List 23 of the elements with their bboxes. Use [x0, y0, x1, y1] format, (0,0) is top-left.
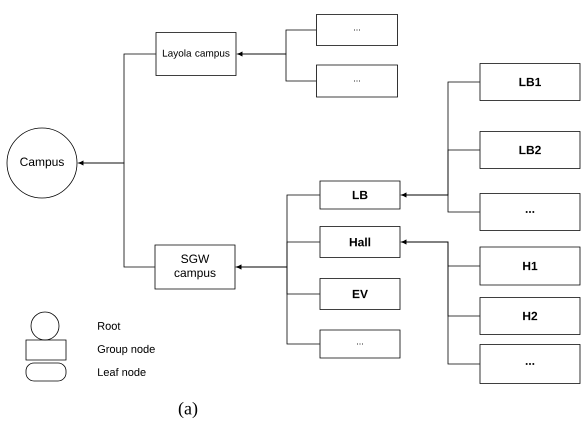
legend-label: Leaf node — [98, 368, 146, 376]
arrow — [402, 192, 480, 212]
node-box: H2 — [480, 297, 580, 335]
node-box: SGW campus — [154, 244, 236, 290]
arrow — [78, 160, 155, 268]
node-box: LB — [320, 180, 400, 210]
node-box: ... — [480, 344, 580, 384]
arrow — [236, 264, 320, 344]
node-box: Layola campus — [156, 32, 236, 76]
node-box: ... — [480, 193, 580, 231]
caption: (a) — [178, 402, 198, 418]
arrow — [402, 240, 480, 364]
node-box: ... — [316, 14, 398, 46]
node-box: LB1 — [480, 63, 580, 101]
arrow — [238, 52, 316, 82]
node-box: Hall — [320, 226, 400, 258]
node-box: EV — [320, 278, 400, 310]
node-box: H1 — [480, 246, 580, 286]
node-box: ... — [316, 64, 398, 98]
legend-label: Root — [98, 322, 120, 330]
legend-label: Group node — [98, 344, 155, 356]
node-box: ... — [320, 330, 400, 358]
node-box: LB2 — [480, 131, 580, 169]
